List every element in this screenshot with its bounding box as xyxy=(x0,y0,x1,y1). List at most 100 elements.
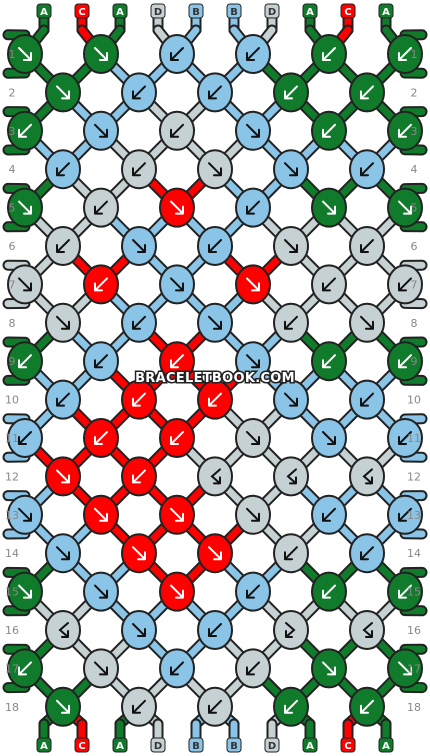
knot-r5-5 xyxy=(311,187,347,228)
knot-arrow-icon xyxy=(322,507,336,522)
row-label-right: 13 xyxy=(407,509,421,522)
knot-r7-1 xyxy=(7,264,43,305)
knot-r16-2 xyxy=(121,610,157,650)
knot-arrow-icon xyxy=(284,239,298,253)
knot-arrow-icon xyxy=(170,661,184,676)
string-tag-letter: C xyxy=(344,7,351,18)
string-tag-bg xyxy=(188,737,204,753)
knot-r13-1 xyxy=(7,494,43,535)
knot-r3-4 xyxy=(235,110,271,151)
knot-arrow-icon xyxy=(170,431,184,445)
row-label-left: 14 xyxy=(5,547,19,560)
knot-r4-4 xyxy=(273,149,309,190)
bottom-string-tag: A xyxy=(36,737,52,753)
knot-arrow-icon xyxy=(398,584,412,599)
knot-r17-3 xyxy=(159,648,195,689)
knot-arrow-icon xyxy=(360,699,374,714)
string-tag-letter: A xyxy=(306,741,314,752)
knot-r18-3 xyxy=(197,686,233,727)
knot-arrow-icon xyxy=(285,622,296,638)
knot-r7-6 xyxy=(387,264,423,305)
knot-arrow-icon xyxy=(208,699,222,714)
knot-arrow-icon xyxy=(18,661,32,676)
top-string-tag: C xyxy=(340,3,356,19)
string-tag-bg xyxy=(302,737,318,753)
knot-r12-2 xyxy=(121,456,157,497)
knot-r5-1 xyxy=(7,187,43,228)
knot-arrow-icon xyxy=(132,699,146,714)
knot-arrow-icon xyxy=(322,354,336,369)
knot-r15-2 xyxy=(83,571,119,612)
row-label-right: 16 xyxy=(407,624,421,637)
string-tag-letter: C xyxy=(344,741,351,752)
knot-r7-5 xyxy=(311,264,347,305)
row-label-left: 17 xyxy=(5,662,19,675)
knot-arrow-icon xyxy=(398,507,412,522)
knot-arrow-icon xyxy=(132,162,146,177)
knot-arrow-icon xyxy=(284,699,298,714)
knot-r3-1 xyxy=(7,110,43,151)
knot-r8-3 xyxy=(197,302,233,343)
knot-arrow-icon xyxy=(246,431,260,445)
string-tag-letter: B xyxy=(192,741,200,752)
knot-r17-5 xyxy=(311,648,347,689)
knot-r16-5 xyxy=(349,610,385,650)
knot-arrow-icon xyxy=(360,392,374,407)
knot-r10-1 xyxy=(45,379,81,420)
knot-arrow-icon xyxy=(284,392,298,407)
bottom-string-tag: D xyxy=(150,737,166,753)
knot-shape xyxy=(45,610,81,650)
top-string-tag: C xyxy=(74,3,90,19)
knot-arrow-icon xyxy=(398,200,412,215)
knot-r9-2 xyxy=(83,341,119,382)
knot-shape xyxy=(273,456,309,497)
knot-shape xyxy=(349,610,385,650)
knot-arrow-icon xyxy=(246,661,260,676)
knot-arrow-icon xyxy=(360,546,374,561)
knot-arrow-icon xyxy=(284,85,298,100)
knot-r7-3 xyxy=(159,264,195,305)
row-label-right: 3 xyxy=(411,125,418,138)
knot-r2-3 xyxy=(197,72,233,113)
knot-r15-3 xyxy=(159,571,195,612)
knot-r11-3 xyxy=(159,418,195,458)
knot-arrow-icon xyxy=(56,315,70,330)
string-tag-bg xyxy=(340,3,356,19)
row-label-right: 9 xyxy=(411,355,418,368)
knot-r11-5 xyxy=(311,418,347,458)
string-tag-bg xyxy=(112,3,128,19)
row-label-right: 5 xyxy=(411,202,418,215)
knot-arrow-icon xyxy=(132,85,146,100)
knot-arrow-icon xyxy=(56,469,70,484)
knot-arrow-icon xyxy=(18,277,32,292)
row-label-right: 7 xyxy=(411,278,418,291)
knot-layer xyxy=(7,34,423,727)
knot-r15-1 xyxy=(7,571,43,612)
knot-arrow-icon xyxy=(398,277,412,292)
top-string-tag: D xyxy=(150,3,166,19)
knot-r14-3 xyxy=(197,533,233,574)
knot-r3-2 xyxy=(83,110,119,151)
string-tag-letter: C xyxy=(78,741,85,752)
knot-arrow-icon xyxy=(94,277,108,292)
knot-r7-4 xyxy=(235,264,271,305)
knot-arrow-icon xyxy=(94,507,108,522)
top-string-tag: B xyxy=(226,3,242,19)
knot-arrow-icon xyxy=(360,85,374,100)
top-string-tag: A xyxy=(36,3,52,19)
knot-arrow-icon xyxy=(362,468,373,485)
knot-arrow-icon xyxy=(56,85,70,100)
row-label-right: 15 xyxy=(407,586,421,599)
knot-arrow-icon xyxy=(322,431,336,445)
knot-r13-2 xyxy=(83,494,119,535)
knot-arrow-icon xyxy=(132,392,146,407)
knot-r17-2 xyxy=(83,648,119,689)
knot-r8-5 xyxy=(349,302,385,343)
knot-r18-4 xyxy=(273,686,309,727)
string-tag-bg xyxy=(36,737,52,753)
knot-arrow-icon xyxy=(360,315,374,330)
string-tag-bg xyxy=(226,737,242,753)
knot-arrow-icon xyxy=(170,47,184,61)
